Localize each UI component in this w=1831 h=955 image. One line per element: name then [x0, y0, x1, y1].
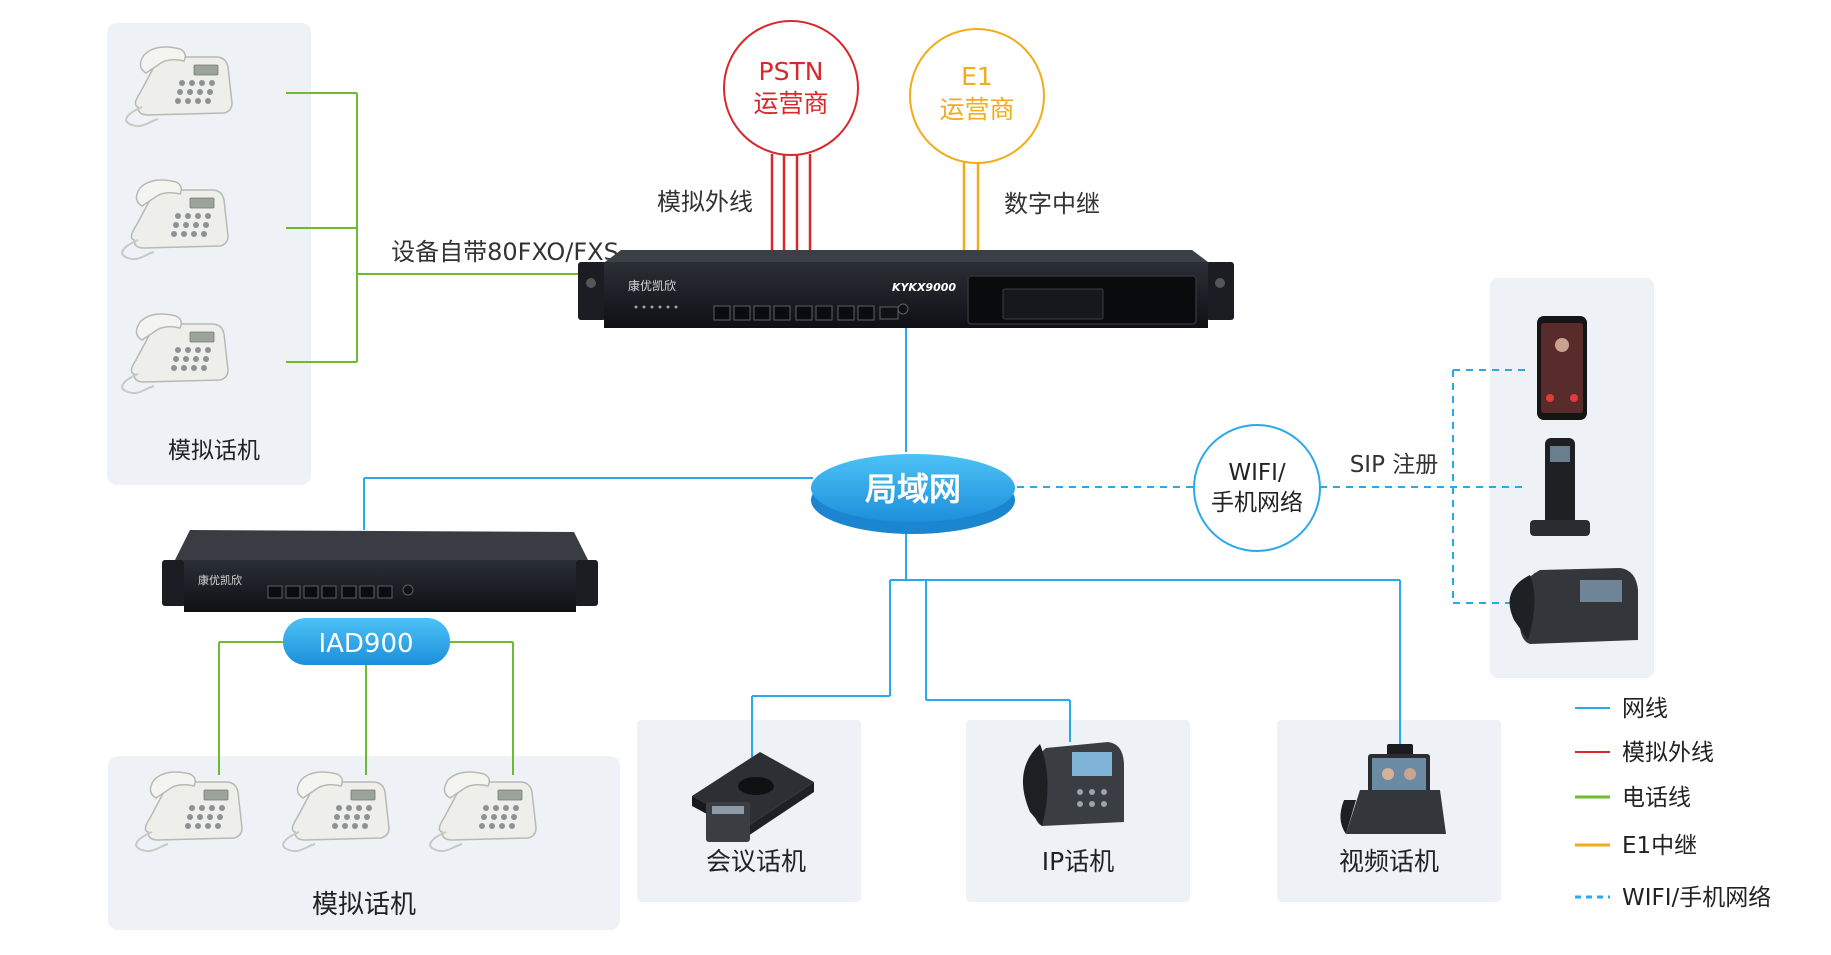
iad-gateway-brand: 康优凯欣 — [198, 573, 242, 587]
desk-ip-phone-gray — [1509, 568, 1638, 644]
legend-item-wifi: WIFI/手机网络 — [1575, 885, 1771, 911]
analog-phones-bottom-label: 模拟话机 — [312, 890, 416, 920]
video-phone — [1340, 744, 1446, 834]
lan-label: 局域网 — [865, 470, 961, 508]
wifi-label-line2: 手机网络 — [1211, 490, 1303, 516]
legend-item-phone-line: 电话线 — [1575, 785, 1691, 811]
ip-phone-label: IP话机 — [1042, 847, 1114, 876]
lan-bubble: 局域网 — [811, 454, 1015, 534]
iad-label-pill: IAD900 — [283, 618, 450, 665]
legend-label-analog-outside-line: 模拟外线 — [1622, 740, 1714, 766]
builtin-ports-label: 设备自带80FXO/FXS — [391, 238, 619, 266]
pstn-subtitle: 运营商 — [753, 89, 828, 118]
legend: 网线 模拟外线 电话线 E1中继 WIFI/手机网络 — [1575, 696, 1771, 911]
wifi-dashed-lines — [1017, 369, 1525, 604]
phone-line-bus-bottom — [218, 641, 514, 775]
legend-label-wifi: WIFI/手机网络 — [1622, 885, 1771, 911]
e1-trunk-lines — [962, 162, 980, 250]
iad-label: IAD900 — [318, 629, 413, 659]
ip-phone — [1022, 742, 1124, 826]
e1-title: E1 — [961, 62, 993, 91]
wifi-label-line1: WIFI/ — [1228, 460, 1286, 486]
legend-label-phone-line: 电话线 — [1622, 785, 1691, 811]
wifi-mobile-network-node: WIFI/ 手机网络 — [1193, 424, 1321, 552]
pstn-carrier: PSTN 运营商 — [723, 20, 859, 156]
analog-phones-top-label: 模拟话机 — [168, 438, 260, 464]
conference-phone-label: 会议话机 — [706, 847, 806, 876]
analog-outside-lines — [770, 154, 812, 250]
video-phone-label: 视频话机 — [1339, 847, 1439, 876]
network-lines — [363, 328, 1401, 760]
legend-label-network: 网线 — [1622, 696, 1668, 722]
sip-register-label: SIP 注册 — [1350, 452, 1439, 478]
iad-gateway-device: 康优凯欣 — [162, 530, 598, 612]
legend-item-analog-outside-line: 模拟外线 — [1575, 740, 1714, 766]
cordless-handset — [1530, 438, 1590, 536]
analog-outside-line-label: 模拟外线 — [657, 188, 753, 216]
legend-item-e1-trunk: E1中继 — [1575, 833, 1697, 859]
legend-item-network: 网线 — [1575, 696, 1668, 722]
conference-phone — [692, 752, 814, 842]
e1-carrier: E1 运营商 — [909, 28, 1045, 164]
main-gateway-device: 康优凯欣 KYKX9000 — [578, 250, 1234, 328]
main-gateway-brand: 康优凯欣 — [628, 278, 676, 293]
main-gateway-model: KYKX9000 — [892, 281, 956, 294]
pstn-title: PSTN — [759, 57, 824, 86]
legend-label-e1-trunk: E1中继 — [1622, 833, 1697, 859]
phone-line-bus-top — [286, 92, 580, 363]
e1-subtitle: 运营商 — [939, 95, 1014, 124]
smartphone — [1537, 316, 1587, 420]
digital-trunk-label: 数字中继 — [1004, 190, 1100, 218]
